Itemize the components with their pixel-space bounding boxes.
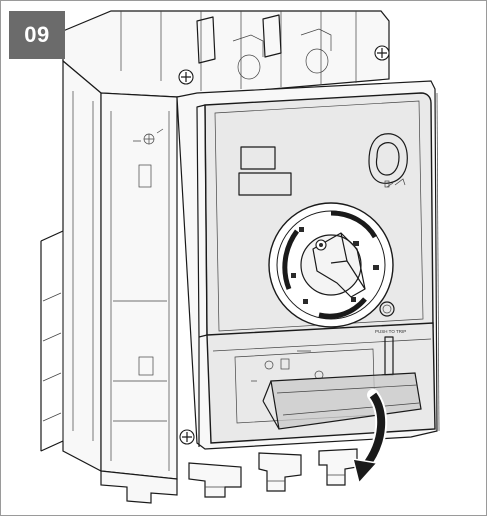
top-terminals (196, 14, 332, 80)
indicator-circle (379, 301, 395, 317)
down-arrow (351, 389, 388, 485)
cover-right-edge (436, 92, 440, 432)
step-number-badge: 09 (9, 11, 65, 59)
rotary-handle (268, 202, 394, 328)
lock-housing (368, 133, 408, 188)
breaker-body (40, 10, 390, 504)
mounting-screws (178, 45, 390, 445)
label-box-bottom (238, 172, 292, 196)
flap-cover (262, 372, 422, 430)
push-to-trip-label: PUSH TO TRIP (375, 329, 406, 334)
label-box-top (240, 146, 276, 170)
step-number: 09 (24, 22, 50, 47)
